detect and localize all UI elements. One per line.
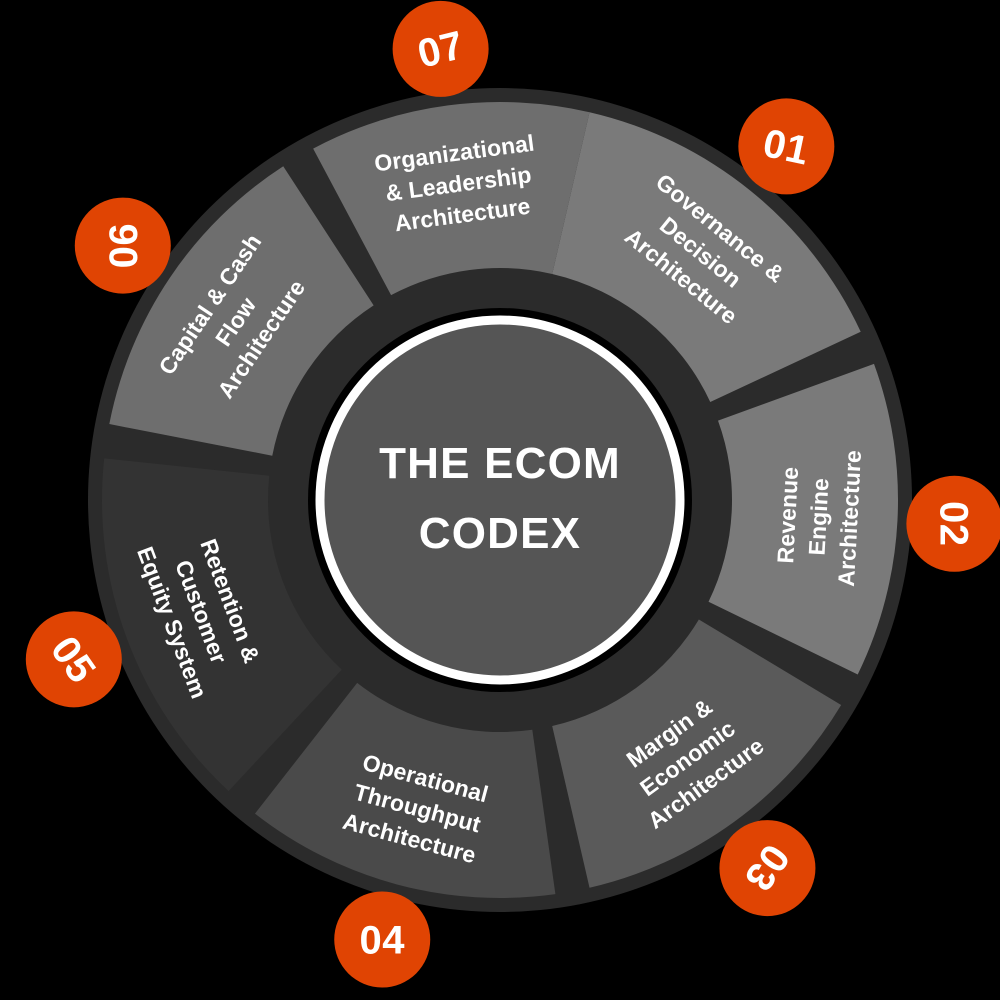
badge-circle: [738, 98, 835, 195]
segment-wedge-06[interactable]: [109, 166, 374, 456]
badge-circle: [906, 475, 1000, 572]
segment-label-line: Engine: [804, 477, 834, 556]
center-hub: THE ECOM CODEX: [315, 315, 685, 685]
badge-circle: [392, 0, 489, 97]
segment-wedge-04[interactable]: [254, 682, 556, 898]
badge-number: 01: [759, 121, 813, 173]
segment-wedge-07[interactable]: [313, 102, 590, 296]
segment-label-line: Revenue: [772, 466, 803, 564]
badge-number: 06: [102, 223, 146, 269]
center-title-line1: THE ECOM: [379, 439, 621, 488]
badge-circle: [334, 891, 431, 988]
segment-wedge-01[interactable]: [552, 112, 861, 402]
segment-wedge-03[interactable]: [552, 619, 842, 888]
step-badge-04[interactable]: 04: [334, 891, 431, 988]
badge-number: 04: [359, 919, 405, 963]
step-badge-03[interactable]: 03: [719, 820, 816, 917]
badge-group: 01 02 03 04 05 06 07: [25, 0, 1000, 988]
step-badge-06[interactable]: 06: [74, 197, 171, 294]
center-title-line2: CODEX: [419, 509, 581, 558]
segment-wedge-05[interactable]: [102, 458, 342, 792]
badge-circle: [719, 820, 816, 917]
badge-number: 07: [413, 23, 468, 77]
step-badge-01[interactable]: 01: [738, 98, 835, 195]
badge-number: 02: [931, 501, 975, 547]
step-badge-05[interactable]: 05: [25, 611, 122, 708]
segment-group: [102, 102, 898, 898]
segment-wedge-02[interactable]: [708, 363, 898, 675]
step-badge-07[interactable]: 07: [392, 0, 489, 97]
badge-circle: [25, 611, 122, 708]
step-badge-02[interactable]: 02: [906, 475, 1000, 572]
badge-circle: [74, 197, 171, 294]
